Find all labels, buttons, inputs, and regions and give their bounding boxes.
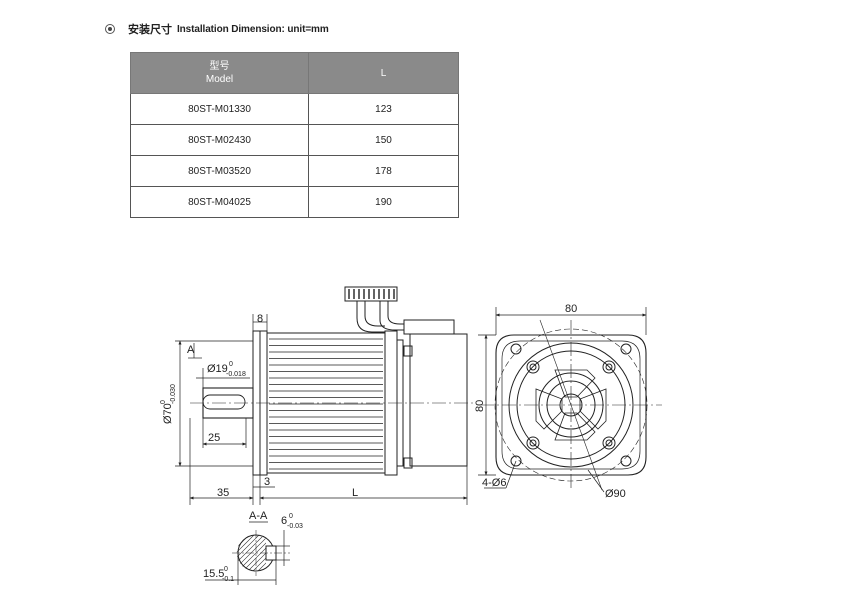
front-view [480,319,662,491]
heading-cn: 安装尺寸 [128,24,172,36]
shaft-dia-tol-up: 0 [229,361,233,368]
shaft-dia-tol-low: -0.018 [226,371,246,378]
hatch-line [250,534,266,571]
pilot-dia-label: Ø70 [162,403,174,424]
section-labels: A-A 6 0 -0.03 15.5 0 -0.1 [203,510,303,583]
depth-tol-low: -0.1 [222,576,234,583]
table-header-row: 型号 Model L [130,52,459,94]
front-dim-labels: 80 80 4-Ø6 Ø90 [474,303,626,500]
section-heading: 安装尺寸 Installation Dimension: unit=mm [105,21,329,37]
cell-model: 80ST-M02430 [130,124,309,156]
dimension-table: 型号 Model L 80ST-M01330 123 80ST-M02430 1… [130,52,459,218]
header-l-label: L [380,67,387,79]
cell-model: 80ST-M04025 [130,186,309,218]
key-w-tol-up: 0 [289,513,293,520]
depth-tol-up: 0 [224,566,228,573]
cell-l: 178 [308,155,459,187]
hatch-line [236,534,257,571]
front-width-label: 80 [565,303,577,315]
cell-l: 190 [308,186,459,218]
header-model: 型号 Model [130,52,309,94]
depth-label: 15.5 [203,568,224,580]
shaft-len-label: 35 [217,487,229,499]
front-height-label: 80 [474,400,486,412]
header-l: L [308,52,459,94]
pilot-dia-tol-low: -0.030 [170,384,177,404]
header-model-cn: 型号 [209,61,230,72]
hatch-line [236,534,252,571]
side-view [190,286,475,476]
hatch-line [196,533,236,573]
hatch-line [236,534,262,571]
section-mark-label: A [187,344,195,356]
holes-label: 4-Ø6 [482,477,506,489]
heading-en: Installation Dimension: unit=mm [177,23,329,35]
flange-thk-label: 3 [264,476,270,488]
pcd-label: Ø90 [605,488,626,500]
pilot-dia-tol-up: 0 [160,400,167,404]
hatch-line [245,534,266,571]
section-title: A-A [249,510,268,522]
header-model-en: Model [205,74,234,85]
radio-bullet-icon [105,24,115,34]
key-w-label: 6 [281,515,287,527]
body-len-label: L [352,487,358,499]
front-dimensions [478,307,647,493]
dim-flange-label: 8 [257,313,263,325]
table-row: 80ST-M02430 150 [130,124,459,156]
side-dim-labels: 8 A Ø19 0 -0.018 Ø70 0 -0.030 25 35 3 L [160,313,358,499]
hatch-line [255,534,266,571]
table-row: 80ST-M01330 123 [130,93,459,125]
cell-l: 150 [308,124,459,156]
section-dimensions [205,521,290,585]
side-dimensions [175,314,468,505]
shaft-dia-label: Ø19 [207,363,228,375]
table-row: 80ST-M04025 190 [130,186,459,218]
key-w-tol-low: -0.03 [287,523,303,530]
key-len-label: 25 [208,432,220,444]
